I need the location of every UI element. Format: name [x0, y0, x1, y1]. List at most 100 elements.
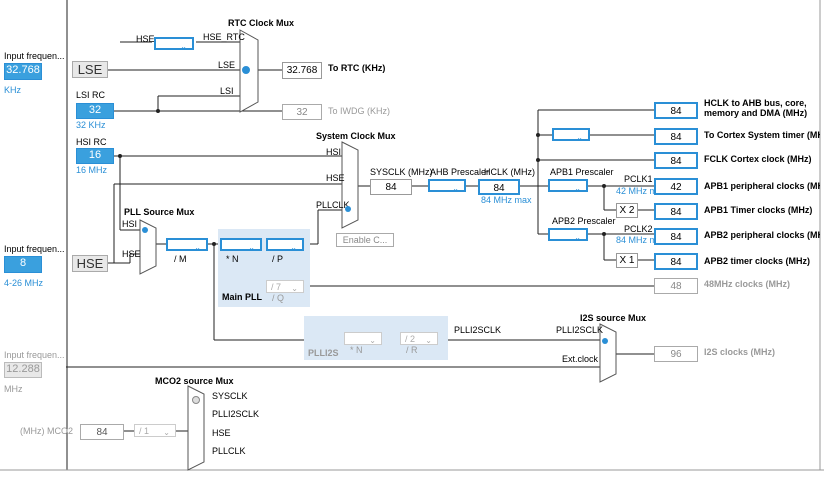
rtc-mux-title: RTC Clock Mux [228, 18, 295, 28]
chevron-down-icon: ⌄ [248, 243, 255, 252]
mco2-hse: HSE [212, 428, 231, 438]
apb2-prescaler-select[interactable]: ⌄ [548, 228, 588, 242]
lse-unit: KHz [4, 85, 22, 95]
chevron-down-icon: ⌄ [425, 336, 432, 345]
apb2-timer-output-label: APB2 timer clocks (MHz) [704, 256, 811, 266]
mco2-radio-icon[interactable] [192, 396, 200, 404]
i2s-mux-title: I2S source Mux [580, 313, 647, 323]
sysclk-value: 84 [370, 179, 412, 195]
sys-mux-title: System Clock Mux [316, 131, 396, 141]
enable-css-button[interactable]: Enable C... [336, 233, 394, 247]
pclk2-label: PCLK2 [624, 224, 653, 234]
sys-mux-radio-pllclk-icon[interactable] [345, 206, 351, 212]
mco2-pllclk: PLLCLK [212, 446, 246, 456]
plli2s-r-label: / R [406, 345, 418, 355]
mco2-sysclk: SYSCLK [212, 391, 248, 401]
pll-q-label: / Q [272, 293, 285, 303]
apb1-max: 42 MHz max [616, 186, 667, 196]
rtc-output-label: To RTC (KHz) [328, 63, 386, 73]
pll-mux-hse: HSE [122, 249, 141, 259]
i2s-ext-input-label: Input frequen... [4, 350, 65, 360]
hse-oscillator: HSE [72, 255, 108, 272]
rtc-radio-selected-icon[interactable] [242, 66, 250, 74]
hsi-label: HSI RC [76, 137, 107, 147]
hclk-ahb-output-label: HCLK to AHB bus, core, memory and DMA (M… [704, 98, 808, 118]
apb1-periph-output[interactable]: 42 [654, 178, 698, 195]
hse-freq-input[interactable]: 8 [4, 256, 42, 273]
cortex-timer-output-label: To Cortex System timer (MHz) [704, 130, 820, 140]
ahb-prescaler-select[interactable]: ⌄ [428, 179, 466, 193]
hse-input-label: Input frequen... [4, 244, 65, 254]
pll-n-select[interactable]: ⌄ [220, 238, 262, 252]
i2s-mux-ext: Ext.clock [562, 354, 599, 364]
i2s-output-label: I2S clocks (MHz) [704, 347, 776, 357]
rtc-output-value: 32.768 [282, 62, 322, 79]
pll-n-label: * N [226, 254, 239, 264]
apb2-prescaler-label: APB2 Prescaler [552, 216, 616, 226]
sys-mux-pllclk: PLLCLK [316, 200, 350, 210]
i2s-mux-plli2sclk: PLLI2SCLK [556, 325, 604, 335]
cortex-timer-divider-select[interactable]: ⌄ [552, 128, 590, 142]
chevron-down-icon: ⌄ [574, 184, 581, 193]
chevron-down-icon: ⌄ [452, 184, 459, 193]
mco2-divider-select[interactable]: / 1⌄ [134, 424, 176, 437]
pll-q-select[interactable]: / 7⌄ [266, 280, 304, 293]
plli2s-n-select[interactable]: ⌄ [344, 332, 382, 345]
apb1-prescaler-select[interactable]: ⌄ [548, 179, 588, 193]
rtc-hse-divider-select[interactable]: ⌄ [154, 37, 194, 51]
i2s-ext-unit: MHz [4, 384, 23, 394]
rtc-lse-label: LSE [218, 60, 236, 70]
lse-input-label: Input frequen... [4, 51, 65, 61]
i2s-output: 96 [654, 346, 698, 362]
rtc-mux-hse-label: HSE [136, 34, 155, 44]
mco2-mux-title: MCO2 source Mux [155, 376, 234, 386]
rtc-hse-rtc-label: HSE_RTC [203, 32, 245, 42]
i2s-ext-freq-input[interactable]: 12.288 [4, 362, 42, 378]
chevron-down-icon: ⌄ [194, 243, 201, 252]
lsi-sub: 32 KHz [76, 120, 106, 130]
plli2s-n-label: * N [350, 345, 363, 355]
chevron-down-icon: ⌄ [291, 284, 298, 293]
chevron-down-icon: ⌄ [576, 133, 583, 142]
hsi-sub: 16 MHz [76, 165, 108, 175]
pll-mux-title: PLL Source Mux [124, 207, 195, 217]
hclk-ahb-output[interactable]: 84 [654, 102, 698, 119]
hclk-max: 84 MHz max [481, 195, 532, 205]
main-pll-title: Main PLL [222, 292, 262, 302]
apb1-prescaler-label: APB1 Prescaler [550, 167, 614, 177]
sysclk-label: SYSCLK (MHz) [370, 167, 433, 177]
apb1-timer-output-label: APB1 Timer clocks (MHz) [704, 205, 813, 215]
hsi-value: 16 [76, 148, 114, 164]
chevron-down-icon: ⌄ [290, 243, 297, 252]
pll-m-label: / M [174, 254, 187, 264]
apb2-periph-output[interactable]: 84 [654, 228, 698, 245]
apb1-timer-output[interactable]: 84 [654, 203, 698, 220]
plli2s-r-select[interactable]: / 2⌄ [400, 332, 438, 345]
apb2-timer-multiplier: X 1 [616, 253, 638, 268]
pll-mux-hsi: HSI [122, 219, 138, 229]
pll-mux-radio-hsi-icon[interactable] [142, 227, 148, 233]
pll-m-select[interactable]: ⌄ [166, 238, 208, 252]
lse-freq-input[interactable]: 32.768 [4, 63, 42, 80]
apb2-timer-output[interactable]: 84 [654, 253, 698, 270]
ahb-prescaler-label: AHB Prescaler [430, 167, 490, 177]
chevron-down-icon: ⌄ [163, 428, 170, 437]
lse-oscillator: LSE [72, 61, 108, 78]
fclk-output-label: FCLK Cortex clock (MHz) [704, 154, 812, 164]
hclk-input[interactable]: 84 [478, 179, 520, 195]
pll-p-select[interactable]: ⌄ [266, 238, 304, 252]
lsi-value: 32 [76, 103, 114, 119]
mco2-plli2sclk: PLLI2SCLK [212, 409, 260, 419]
cortex-timer-output[interactable]: 84 [654, 128, 698, 145]
i2s-mux-radio-icon[interactable] [602, 338, 608, 344]
pll-p-label: / P [272, 254, 284, 264]
plli2s-title: PLLI2S [308, 348, 339, 358]
fclk-output[interactable]: 84 [654, 152, 698, 169]
hse-range: 4-26 MHz [4, 278, 44, 288]
apb2-max: 84 MHz max [616, 235, 667, 245]
sys-mux-hse: HSE [326, 173, 345, 183]
pclk1-label: PCLK1 [624, 174, 653, 184]
apb2-periph-output-label: APB2 peripheral clocks (MHz) [704, 230, 820, 240]
clk48-output: 48 [654, 278, 698, 294]
iwdg-output-value: 32 [282, 104, 322, 120]
